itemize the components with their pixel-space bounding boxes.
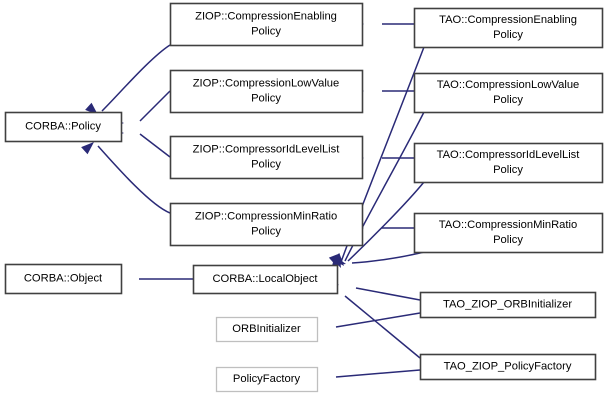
node-corba-local-object[interactable]: CORBA::LocalObject: [192, 264, 339, 295]
node-box[interactable]: [413, 212, 604, 254]
node-box[interactable]: [192, 264, 339, 295]
node-policy-factory[interactable]: PolicyFactory: [215, 366, 319, 393]
arrowhead-icon: [332, 255, 346, 266]
node-label-line: PolicyFactory: [233, 373, 301, 385]
node-box[interactable]: [215, 366, 319, 393]
node-label-line: TAO::CompressionLowValue: [437, 79, 580, 91]
node-label-line: TAO_ZIOP_PolicyFactory: [444, 360, 572, 372]
node-box[interactable]: [169, 202, 364, 247]
node-label-line: Policy: [493, 29, 523, 41]
node-label-line: ZIOP::CompressionLowValue: [193, 77, 340, 89]
edge-line: [355, 287, 421, 301]
node-label-line: TAO_ZIOP_ORBInitializer: [443, 298, 572, 310]
node-label-line: CORBA::LocalObject: [212, 273, 318, 285]
edge-ziop-compression-min-ratio-policy-to-corba-policy: [81, 142, 171, 214]
edge-line: [97, 145, 171, 214]
node-label-line: TAO::CompressionEnabling: [439, 14, 577, 26]
node-label-line: ZIOP::CompressionMinRatio: [195, 210, 337, 222]
edge-line: [101, 44, 171, 112]
node-label-line: Policy: [251, 25, 281, 37]
edge-tao-ziop-orb-initializer-to-orb-initializer: [304, 312, 421, 333]
node-label-line: ZIOP::CompressorIdLevelList: [193, 143, 341, 155]
edge-line: [344, 295, 421, 359]
node-label-line: Policy: [251, 225, 281, 237]
edge-line: [139, 90, 171, 122]
node-box[interactable]: [4, 263, 123, 295]
edge-line: [351, 251, 425, 264]
arrowhead-icon: [81, 142, 94, 155]
edge-tao-compression-min-ratio-policy-to-corba-local-object: [332, 251, 425, 266]
node-label-line: TAO::CompressionMinRatio: [439, 219, 577, 231]
node-orb-initializer[interactable]: ORBInitializer: [215, 316, 319, 343]
node-label-line: TAO::CompressorIdLevelList: [437, 149, 581, 161]
node-box[interactable]: [169, 69, 364, 114]
edge-line: [335, 369, 421, 378]
node-corba-policy[interactable]: CORBA::Policy: [4, 111, 123, 143]
node-box[interactable]: [419, 291, 597, 319]
node-label-line: CORBA::Policy: [25, 120, 101, 132]
node-label-line: Policy: [493, 234, 523, 246]
node-label-line: Policy: [251, 158, 281, 170]
node-tao-ziop-policy-factory[interactable]: TAO_ZIOP_PolicyFactory: [419, 353, 597, 381]
edge-line: [335, 312, 421, 328]
node-corba-object[interactable]: CORBA::Object: [4, 263, 123, 295]
edge-line: [139, 133, 171, 158]
edge-tao-ziop-orb-initializer-to-corba-local-object: [325, 277, 421, 301]
node-label-line: ORBInitializer: [232, 323, 301, 335]
edge-tao-ziop-policy-factory-to-policy-factory: [304, 369, 421, 383]
edge-line: [347, 181, 425, 262]
node-box[interactable]: [413, 7, 604, 49]
edge-ziop-compression-enabling-policy-to-corba-policy: [85, 44, 171, 115]
node-label-line: Policy: [493, 94, 523, 106]
node-label-line: CORBA::Object: [24, 272, 103, 284]
node-box[interactable]: [413, 142, 604, 184]
node-box[interactable]: [419, 353, 597, 381]
node-box[interactable]: [169, 135, 364, 180]
node-label-line: ZIOP::CompressionEnabling: [195, 10, 337, 22]
node-label-line: Policy: [251, 92, 281, 104]
node-box[interactable]: [169, 2, 364, 47]
node-box[interactable]: [215, 316, 319, 343]
node-tao-ziop-orb-initializer[interactable]: TAO_ZIOP_ORBInitializer: [419, 291, 597, 319]
node-label-line: Policy: [493, 164, 523, 176]
node-box[interactable]: [413, 72, 604, 114]
node-box[interactable]: [4, 111, 123, 143]
